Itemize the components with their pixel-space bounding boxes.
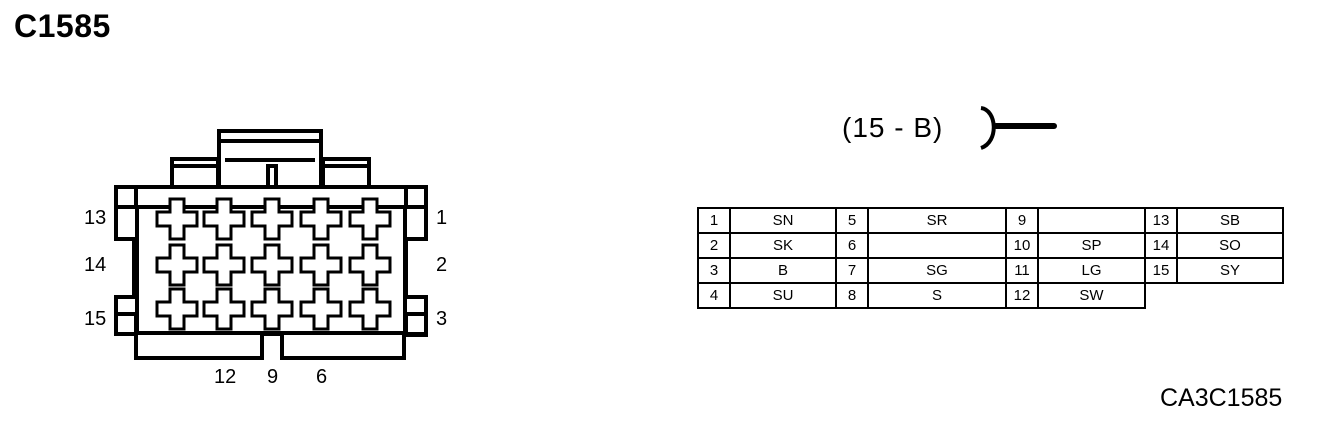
connector-type-label: (15 - B): [842, 112, 944, 143]
table-row: 3 B 7 SG 11 LG 15 SY: [697, 257, 1284, 284]
pin-number: 11: [1005, 257, 1039, 284]
pin-number: 6: [835, 232, 869, 259]
table-empty-cell: [1145, 283, 1283, 308]
terminal-cavity-icon: [299, 287, 343, 331]
wire-color: SP: [1037, 232, 1146, 259]
pin-label-6: 6: [316, 366, 328, 388]
wire-color: SK: [729, 232, 837, 259]
pin-label-2: 2: [436, 254, 448, 276]
pin-label-15: 15: [84, 308, 107, 330]
pin-number: 3: [697, 257, 731, 284]
pin-label-1: 1: [436, 207, 448, 229]
pin-number: 1: [697, 207, 731, 234]
wire-color: SY: [1176, 257, 1284, 284]
terminal-cavity-icon: [299, 197, 343, 241]
terminal-cavity-icon: [250, 197, 294, 241]
terminal-cavity-icon: [155, 243, 199, 287]
wire-color: SB: [1176, 207, 1284, 234]
pin-label-12: 12: [214, 366, 237, 388]
terminal-cavity-icon: [202, 243, 246, 287]
terminal-cavity-icon: [348, 287, 392, 331]
wire-color: SW: [1037, 282, 1146, 309]
pin-number: 9: [1005, 207, 1039, 234]
wire-color: SO: [1176, 232, 1284, 259]
terminal-cavity-icon: [202, 197, 246, 241]
wire-color: SG: [867, 257, 1007, 284]
table-row: 2 SK 6 10 SP 14 SO: [697, 232, 1284, 259]
pin-number: 13: [1144, 207, 1178, 234]
pin-number: 10: [1005, 232, 1039, 259]
terminal-cavity-icon: [348, 197, 392, 241]
pin-number: 8: [835, 282, 869, 309]
terminal-cavity-icon: [348, 243, 392, 287]
wire-color: SN: [729, 207, 837, 234]
terminal-cavity-icon: [250, 287, 294, 331]
connector-title: C1585: [14, 8, 111, 44]
terminal-cavity-icon: [299, 243, 343, 287]
pin-number: 2: [697, 232, 731, 259]
pin-label-9: 9: [267, 366, 279, 388]
pin-number: 15: [1144, 257, 1178, 284]
diagram-code: CA3C1585: [1160, 384, 1283, 412]
female-terminal-icon: [980, 106, 1057, 150]
wire-color: B: [729, 257, 837, 284]
table-row: 1 SN 5 SR 9 13 SB: [697, 207, 1284, 234]
terminal-cavity-icon: [202, 287, 246, 331]
pin-label-3: 3: [436, 308, 448, 330]
terminal-cavity-icon: [155, 287, 199, 331]
wire-color: LG: [1037, 257, 1146, 284]
pin-label-13: 13: [84, 207, 107, 229]
terminal-cavity-icon: [155, 197, 199, 241]
pin-number: 7: [835, 257, 869, 284]
wire-color: SU: [729, 282, 837, 309]
pin-number: 12: [1005, 282, 1039, 309]
terminal-cavity-icon: [250, 243, 294, 287]
pin-number: 14: [1144, 232, 1178, 259]
pin-number: 4: [697, 282, 731, 309]
wire-color: [1037, 207, 1146, 234]
pin-label-14: 14: [84, 254, 107, 276]
wire-color: S: [867, 282, 1007, 309]
pin-color-table: 1 SN 5 SR 9 13 SB 2 SK 6 10 SP 14 SO 3 B…: [697, 207, 1284, 309]
wire-color: SR: [867, 207, 1007, 234]
table-row: 4 SU 8 S 12 SW: [697, 282, 1283, 309]
wire-color: [867, 232, 1007, 259]
pin-number: 5: [835, 207, 869, 234]
